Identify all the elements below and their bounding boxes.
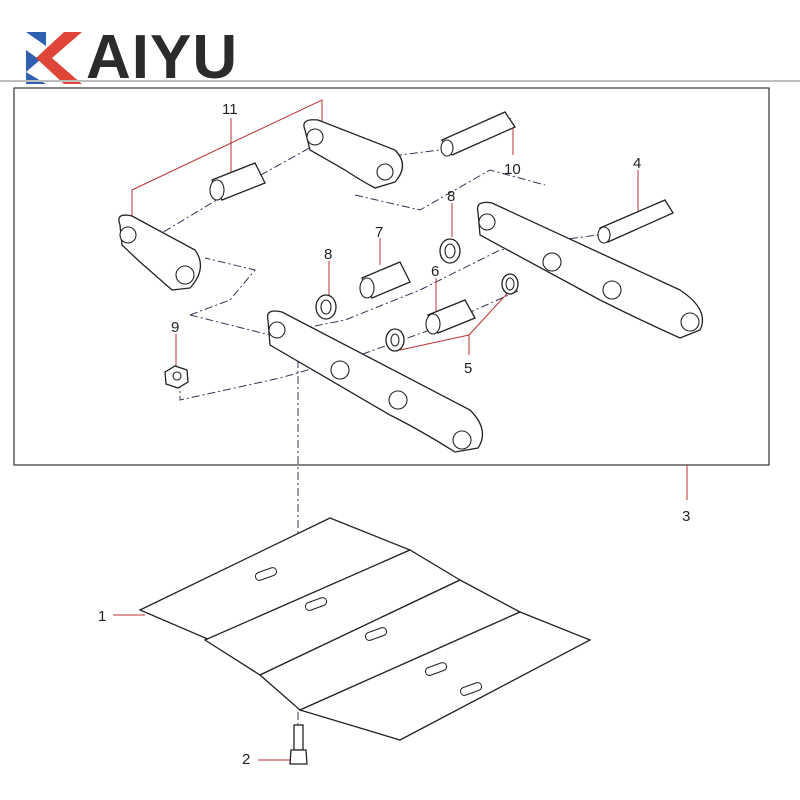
pins-bushings <box>164 111 674 389</box>
callout-11: 11 <box>222 101 238 118</box>
bushing-11 <box>209 162 266 201</box>
callout-4: 4 <box>633 155 641 172</box>
seal-8b <box>315 294 337 320</box>
pin-4 <box>597 199 674 244</box>
callout-6: 6 <box>431 263 439 280</box>
callout-7: 7 <box>375 224 383 241</box>
chain-links <box>118 119 704 453</box>
header-divider <box>0 80 800 82</box>
callout-9: 9 <box>171 319 179 336</box>
bushing-7 <box>359 261 411 299</box>
callout-labels: 11 10 4 8 7 8 6 9 5 3 1 2 <box>98 101 690 768</box>
seal-8a <box>439 238 461 264</box>
nut-9 <box>164 365 189 389</box>
callout-3: 3 <box>682 508 690 525</box>
track-shoes <box>138 517 592 741</box>
callout-2: 2 <box>242 751 250 768</box>
callout-10: 10 <box>504 161 521 178</box>
callout-8a: 8 <box>447 188 455 205</box>
track-bolt <box>289 724 308 765</box>
leader-lines <box>113 99 688 761</box>
callout-1: 1 <box>98 608 106 625</box>
assembly-frame <box>13 87 770 466</box>
bushing-6 <box>425 299 476 335</box>
callout-5: 5 <box>464 360 472 377</box>
pin-10 <box>440 111 516 157</box>
callout-8b: 8 <box>324 246 332 263</box>
seal-5a <box>385 328 405 352</box>
seal-5b <box>501 273 519 295</box>
